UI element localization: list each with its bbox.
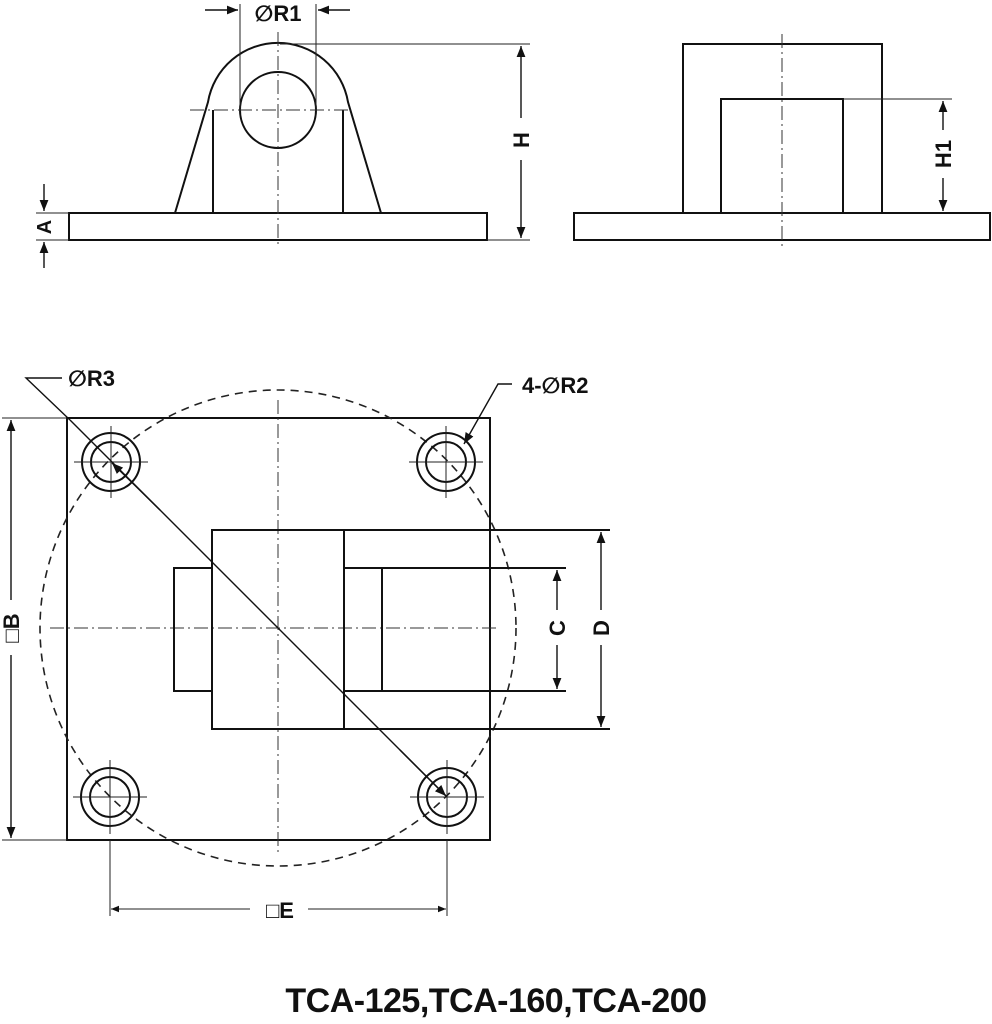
hole-top-left	[74, 426, 148, 498]
r2-label: 4-∅R2	[522, 373, 589, 398]
b-label: □B	[0, 613, 24, 642]
bolt-circle	[39, 389, 517, 867]
r2-leader	[463, 383, 512, 445]
r3-label: ∅R3	[68, 366, 115, 391]
side-inner-block	[720, 98, 844, 213]
top-pin-right	[343, 567, 383, 692]
d-label: D	[589, 620, 614, 636]
h-label: H	[509, 132, 534, 148]
hole-bottom-left	[73, 760, 147, 834]
hole-top-right	[409, 426, 483, 498]
e-label: □E	[266, 898, 294, 923]
hole-bottom-right	[410, 760, 484, 834]
top-view: C D □B □E ∅R3 4-∅R2	[0, 366, 614, 923]
h1-label: H1	[931, 140, 956, 168]
a-label: A	[34, 220, 56, 234]
r3-leader	[24, 377, 71, 421]
r3-arrow-br	[399, 749, 447, 797]
side-view: H1	[573, 34, 991, 248]
r1-label: ∅R1	[255, 1, 302, 26]
top-pin-left	[173, 567, 213, 692]
drawing-title: TCA-125,TCA-160,TCA-200	[285, 982, 707, 1020]
front-view: ∅R1 H A	[34, 1, 534, 268]
c-label: C	[545, 620, 570, 636]
r3-arrow-tl	[111, 462, 161, 511]
